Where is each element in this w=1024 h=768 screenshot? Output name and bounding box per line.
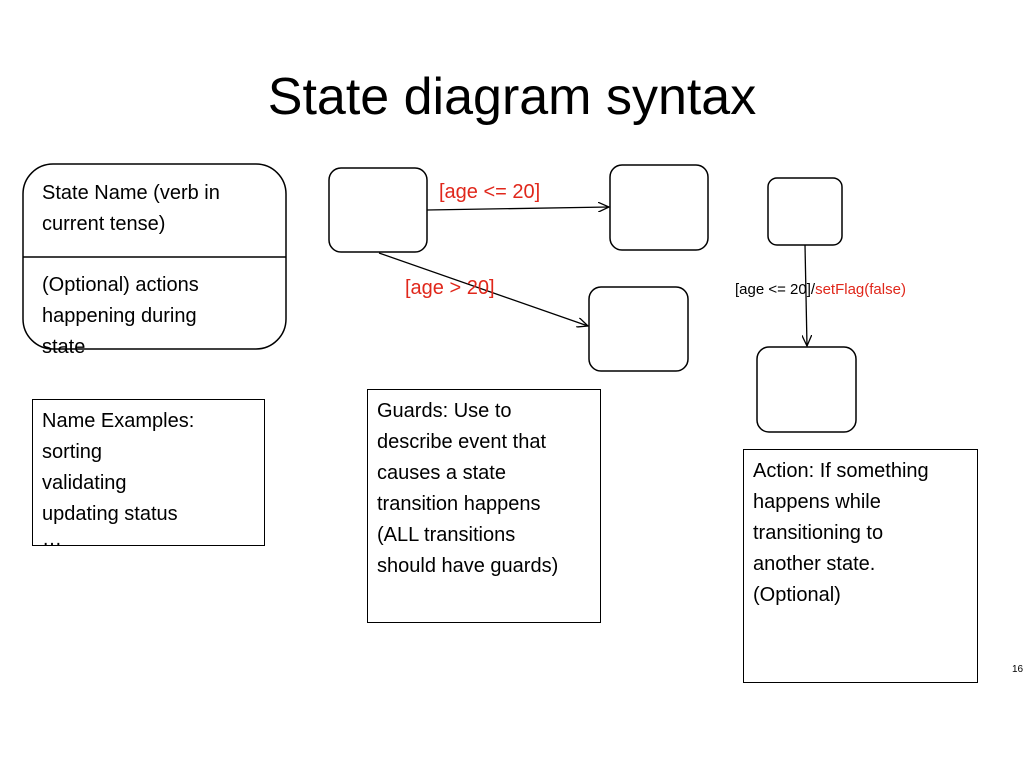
note-line: another state. xyxy=(753,553,876,575)
state-actions-line: (Optional) actions xyxy=(42,274,199,296)
guard-label-top: [age <= 20] xyxy=(439,181,541,203)
note-line: Name Examples: xyxy=(42,410,195,432)
state-name-line: current tense) xyxy=(42,213,166,235)
note-line: validating xyxy=(42,472,127,494)
note-line: transitioning to xyxy=(753,522,884,544)
target-state-bottom xyxy=(588,286,689,372)
note-line: (ALL transitions xyxy=(377,524,516,546)
note-line: sorting xyxy=(42,441,103,463)
guards-note: Guards: Use to describe event that cause… xyxy=(367,389,601,623)
transition-arrow-top xyxy=(426,207,609,210)
action-guard-text: [age <= 20]/ xyxy=(735,281,816,298)
note-line: happens while xyxy=(753,491,881,513)
source-state xyxy=(328,167,428,253)
state-actions-text: (Optional) actions happening during stat… xyxy=(42,270,199,363)
action-source-state xyxy=(767,177,843,246)
note-line: updating status xyxy=(42,503,178,525)
state-actions-line: happening during xyxy=(42,305,197,327)
action-note: Action: If something happens while trans… xyxy=(743,449,978,683)
note-line: transition happens xyxy=(377,493,541,515)
note-line: describe event that xyxy=(377,431,546,453)
action-target-state xyxy=(756,346,857,433)
note-line: causes a state xyxy=(377,462,506,484)
action-call-text: setFlag(false) xyxy=(815,281,906,298)
note-line: should have guards) xyxy=(377,555,559,577)
action-transition-arrow xyxy=(805,244,807,346)
state-name-text: State Name (verb in current tense) xyxy=(42,178,220,240)
state-name-line: State Name (verb in xyxy=(42,182,220,204)
guard-label-bottom: [age > 20] xyxy=(405,277,495,299)
state-actions-line: state xyxy=(42,336,86,358)
note-line: Guards: Use to xyxy=(377,400,512,422)
name-examples-note: Name Examples: sorting validating updati… xyxy=(32,399,265,550)
note-line: … xyxy=(42,528,62,550)
target-state-top xyxy=(609,164,709,251)
action-label: [age <= 20]/setFlag(false) xyxy=(735,280,906,300)
transition-arrow-bottom xyxy=(378,252,588,326)
note-line: (Optional) xyxy=(753,584,841,606)
slide-title: State diagram syntax xyxy=(267,68,757,126)
note-line: Action: If something xyxy=(753,460,929,482)
page-number: 16 xyxy=(1012,664,1024,675)
